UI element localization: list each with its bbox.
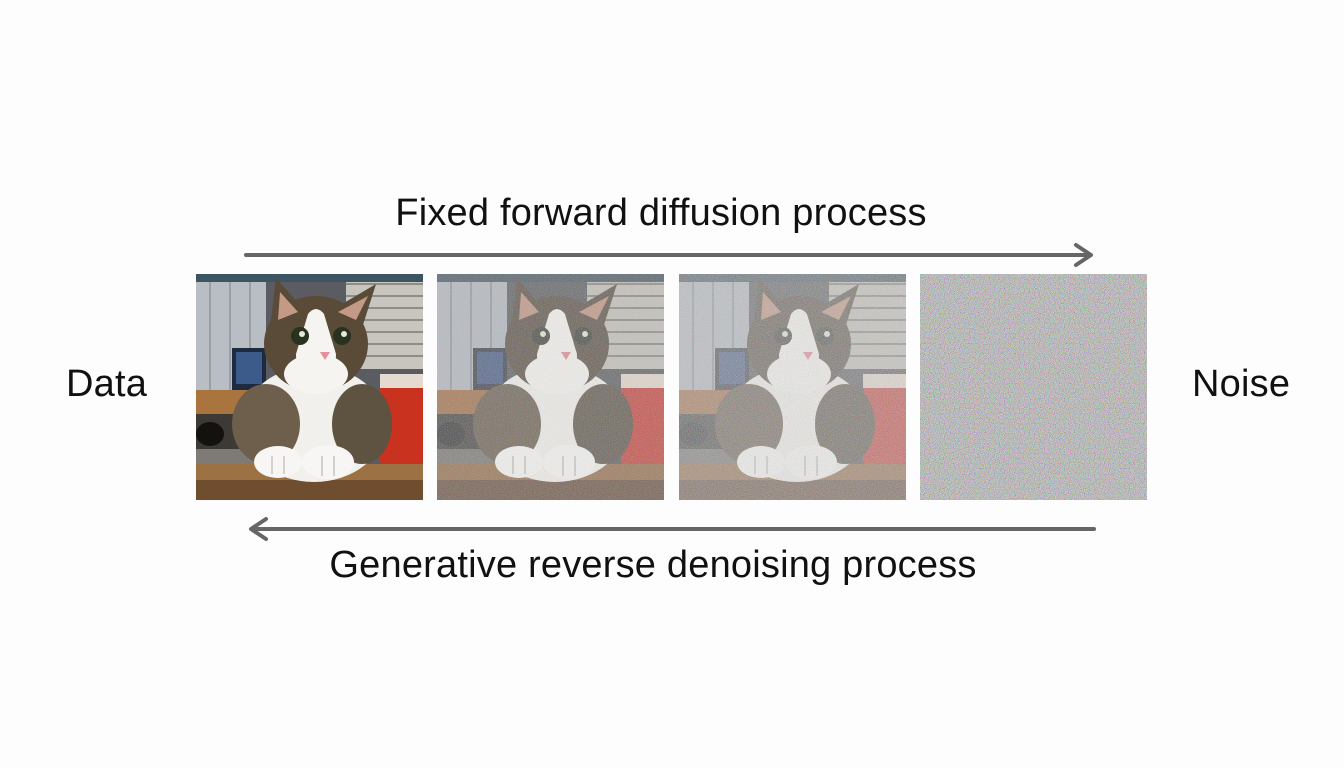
reverse-arrow	[249, 517, 1096, 541]
reverse-process-label: Generative reverse denoising process	[329, 544, 977, 586]
panel-partial-noise-1	[437, 274, 664, 500]
forward-arrow	[244, 243, 1093, 267]
data-label: Data	[66, 363, 148, 405]
panel-clean-image	[196, 274, 423, 500]
noise-label: Noise	[1192, 363, 1291, 405]
panel-pure-noise	[920, 274, 1147, 500]
panel-partial-noise-2	[679, 274, 906, 500]
forward-process-label: Fixed forward diffusion process	[395, 192, 927, 234]
